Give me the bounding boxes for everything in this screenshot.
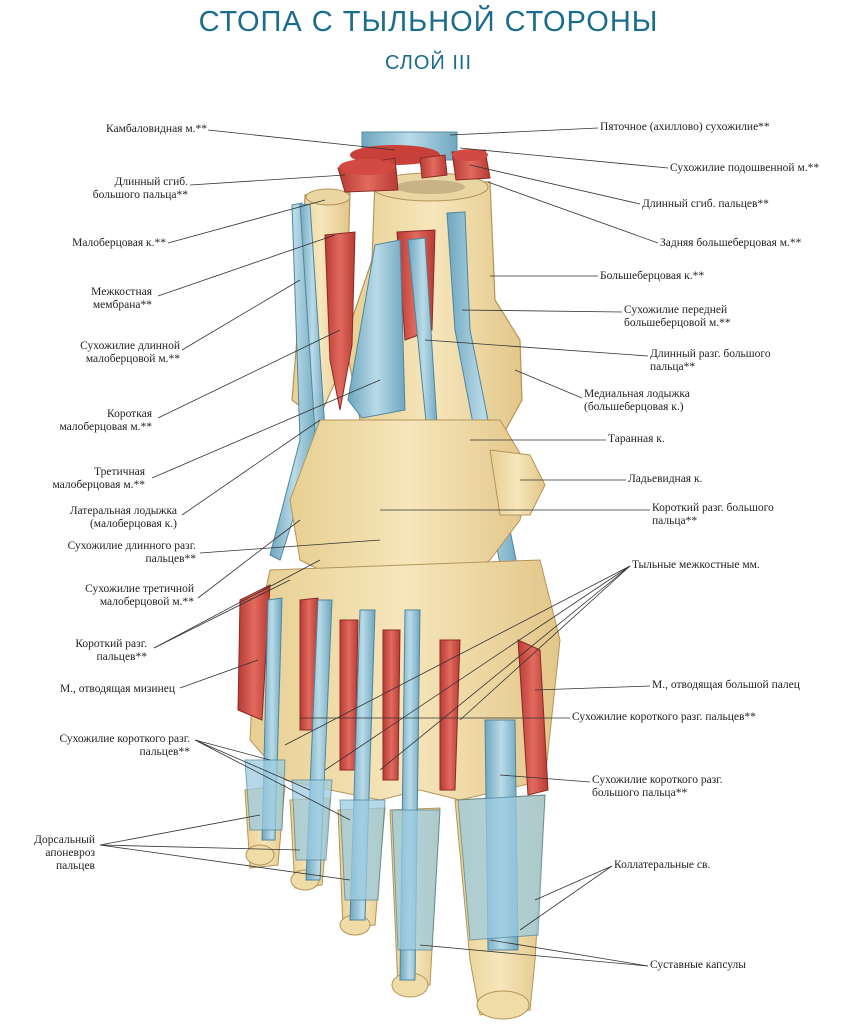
label-edb: Короткий разг.пальцев**: [75, 638, 147, 663]
label-navicular: Ладьевидная к.: [628, 473, 703, 485]
interossei-muscles: [237, 584, 549, 796]
label-abductor-digiti-minimi: М., отводящая мизинец: [59, 683, 175, 695]
label-tibia: Большеберцовая к.**: [600, 270, 705, 282]
label-fibula: Малоберцовая к.**: [72, 237, 166, 249]
upper-muscle-stumps: [337, 131, 491, 193]
label-tibialis-posterior: Задняя большеберцовая м.**: [660, 237, 802, 249]
label-achilles: Пяточное (ахиллово) сухожилие**: [600, 121, 770, 133]
label-plantaris-tendon: Сухожилие подошвенной м.**: [670, 162, 820, 174]
leader-lines: [99, 127, 669, 967]
label-soleus: Камбаловидная м.**: [106, 123, 207, 135]
page-subtitle: СЛОЙ III: [384, 52, 473, 74]
label-ehb-tendon: Сухожилие короткого разг.большого пальца…: [592, 774, 723, 799]
page-title: СТОПА С ТЫЛЬНОЙ СТОРОНЫ: [198, 6, 659, 38]
label-fdl: Длинный сгиб. пальцев**: [642, 198, 769, 210]
toe-tendons: [244, 597, 546, 981]
label-medial-malleolus: Медиальная лодыжка(большеберцовая к.): [584, 388, 690, 413]
label-dorsal-interossei: Тыльные межкостные мм.: [632, 559, 760, 571]
label-edl-tendon: Сухожилие длинного разг.пальцев**: [67, 540, 196, 565]
label-fhl: Длинный сгиб.большого пальца**: [92, 176, 188, 201]
label-joint-capsules: Суставные капсулы: [650, 959, 746, 971]
label-lateral-malleolus: Латеральная лодыжка(малоберцовая к.): [69, 505, 177, 530]
label-edb-tendon-right: Сухожилие короткого разг. пальцев**: [572, 711, 756, 723]
label-abductor-hallucis: М., отводящая большой палец: [652, 679, 800, 691]
label-edb-tendon: Сухожилие короткого разг.пальцев**: [59, 733, 190, 758]
label-talus: Таранная к.: [608, 433, 665, 445]
label-collateral-ligaments: Коллатеральные св.: [614, 859, 711, 871]
